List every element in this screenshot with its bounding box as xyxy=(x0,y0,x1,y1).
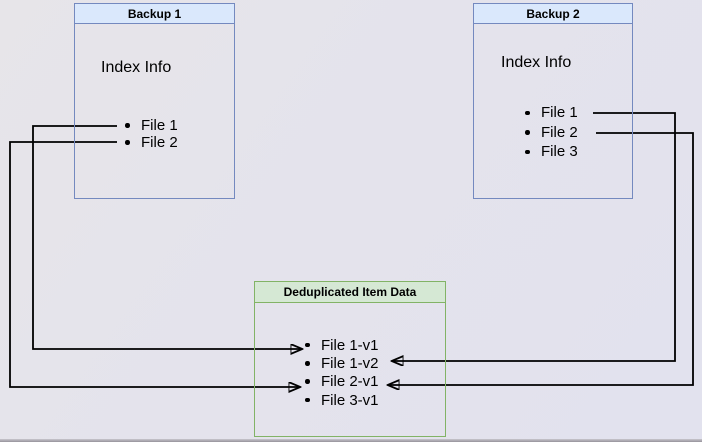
window-bottom-border xyxy=(0,439,702,442)
backup1-title: Backup 1 xyxy=(75,4,234,24)
bullet-icon xyxy=(305,379,310,384)
backup1-file-list: File 1 File 2 xyxy=(125,117,178,151)
list-item: File 2 xyxy=(125,134,178,151)
file-label: File 1 xyxy=(141,117,178,134)
list-item: File 1 xyxy=(125,117,178,134)
file-label: File 2 xyxy=(541,123,578,141)
item-label: File 1-v1 xyxy=(321,336,379,354)
dedup-item-list: File 1-v1 File 1-v2 File 2-v1 File 3-v1 xyxy=(305,336,379,409)
backup1-node: Backup 1 xyxy=(74,3,235,199)
backup2-index-info-label: Index Info xyxy=(501,54,572,71)
list-item: File 3 xyxy=(525,142,578,162)
bullet-icon xyxy=(125,140,130,145)
bullet-icon xyxy=(305,397,310,403)
dedup-title: Deduplicated Item Data xyxy=(255,282,445,303)
list-item: File 3-v1 xyxy=(305,391,379,409)
file-label: File 1 xyxy=(541,104,578,122)
bullet-icon xyxy=(525,110,530,115)
list-item: File 2 xyxy=(525,123,578,143)
list-item: File 1-v2 xyxy=(305,354,379,372)
backup2-node: Backup 2 xyxy=(473,3,633,199)
item-label: File 2-v1 xyxy=(321,373,379,391)
file-label: File 3 xyxy=(541,143,578,161)
bullet-icon xyxy=(525,130,530,135)
bullet-icon xyxy=(125,123,130,128)
list-item: File 1 xyxy=(525,103,578,123)
backup2-title: Backup 2 xyxy=(474,4,632,24)
bullet-icon xyxy=(525,149,530,154)
bullet-icon xyxy=(305,361,310,366)
list-item: File 2-v1 xyxy=(305,373,379,391)
file-label: File 2 xyxy=(141,134,178,151)
item-label: File 1-v2 xyxy=(321,354,379,372)
bullet-icon xyxy=(305,342,310,348)
backup2-file-list: File 1 File 2 File 3 xyxy=(525,103,578,162)
dedup-node: Deduplicated Item Data xyxy=(254,281,446,437)
item-label: File 3-v1 xyxy=(321,391,379,409)
list-item: File 1-v1 xyxy=(305,336,379,354)
backup1-index-info-label: Index Info xyxy=(101,59,172,76)
